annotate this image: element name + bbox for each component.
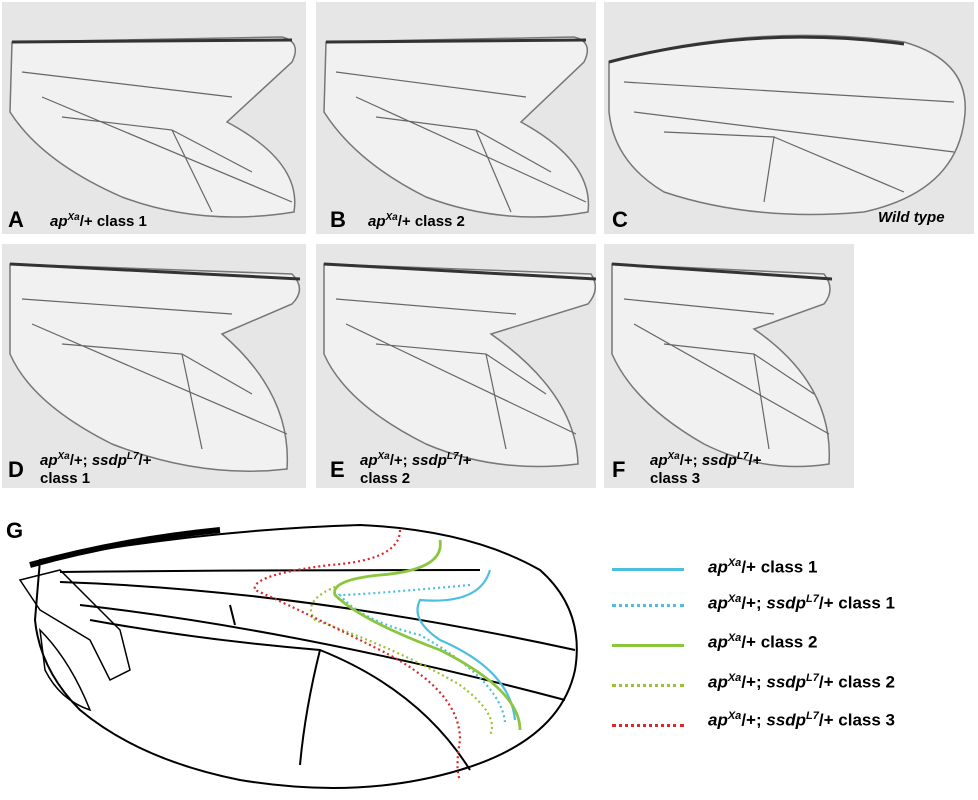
wing-image-c bbox=[608, 34, 966, 216]
curve-class1-solid bbox=[416, 569, 517, 721]
legend-label-2: apXa/+; ssdpL7/+ class 1 bbox=[708, 593, 895, 613]
vein-l3 bbox=[59, 581, 576, 651]
legend-swatch-5 bbox=[612, 724, 684, 727]
vein-l4 bbox=[79, 604, 566, 701]
alula bbox=[38, 627, 92, 712]
panel-a bbox=[2, 2, 306, 234]
legend-swatch-3 bbox=[612, 644, 684, 647]
legend-swatch-4 bbox=[612, 684, 684, 687]
vein-l2 bbox=[59, 569, 481, 573]
legend-label-5: apXa/+; ssdpL7/+ class 3 bbox=[708, 710, 895, 730]
wing-image-a bbox=[9, 36, 297, 218]
panel-letter-f: F bbox=[612, 457, 626, 482]
panel-e bbox=[316, 244, 596, 488]
panel-caption-d: apXa/+; ssdpL7/+ class 1 bbox=[40, 451, 152, 487]
legend-label-3: apXa/+ class 2 bbox=[708, 632, 818, 652]
legend-label-4: apXa/+; ssdpL7/+ class 2 bbox=[708, 672, 895, 692]
curve-class3-dotted bbox=[253, 529, 462, 781]
hinge bbox=[18, 569, 131, 682]
legend-label-1: apXa/+ class 1 bbox=[708, 557, 818, 577]
wing-outline bbox=[33, 523, 578, 789]
panel-letter-e: E bbox=[330, 457, 345, 482]
panel-caption-c: Wild type bbox=[878, 209, 945, 226]
costal-margin bbox=[29, 527, 221, 568]
panel-caption-b: apXa/+ class 2 bbox=[368, 212, 465, 230]
legend-swatch-2 bbox=[612, 604, 684, 607]
wing-image-f bbox=[611, 262, 833, 468]
wing-image-b bbox=[323, 36, 590, 218]
panel-letter-c: C bbox=[612, 207, 628, 232]
panel-caption-a: apXa/+ class 1 bbox=[50, 212, 147, 230]
wing-image-d bbox=[9, 262, 301, 472]
panel-letter-d: D bbox=[8, 457, 24, 482]
curve-class1-dotted bbox=[337, 583, 507, 723]
cross-vein-posterior bbox=[299, 649, 321, 766]
curve-class2-solid bbox=[333, 539, 522, 731]
panel-caption-e: apXa/+; ssdpL7/+ class 2 bbox=[360, 451, 472, 487]
panel-c bbox=[604, 2, 974, 234]
panel-b bbox=[316, 2, 596, 234]
curve-class2-dotted bbox=[309, 583, 494, 736]
panel-caption-f: apXa/+; ssdpL7/+ class 3 bbox=[650, 451, 762, 487]
panel-letter-g: G bbox=[6, 518, 24, 543]
panel-d bbox=[2, 244, 306, 488]
cross-vein-anterior bbox=[229, 604, 236, 626]
wing-image-e bbox=[323, 262, 596, 468]
panel-letter-b: B bbox=[330, 207, 346, 232]
wing-outline-diagram bbox=[18, 523, 578, 789]
legend-swatch-1 bbox=[612, 568, 684, 571]
panel-letter-a: A bbox=[8, 207, 24, 232]
panel-f bbox=[604, 244, 854, 488]
